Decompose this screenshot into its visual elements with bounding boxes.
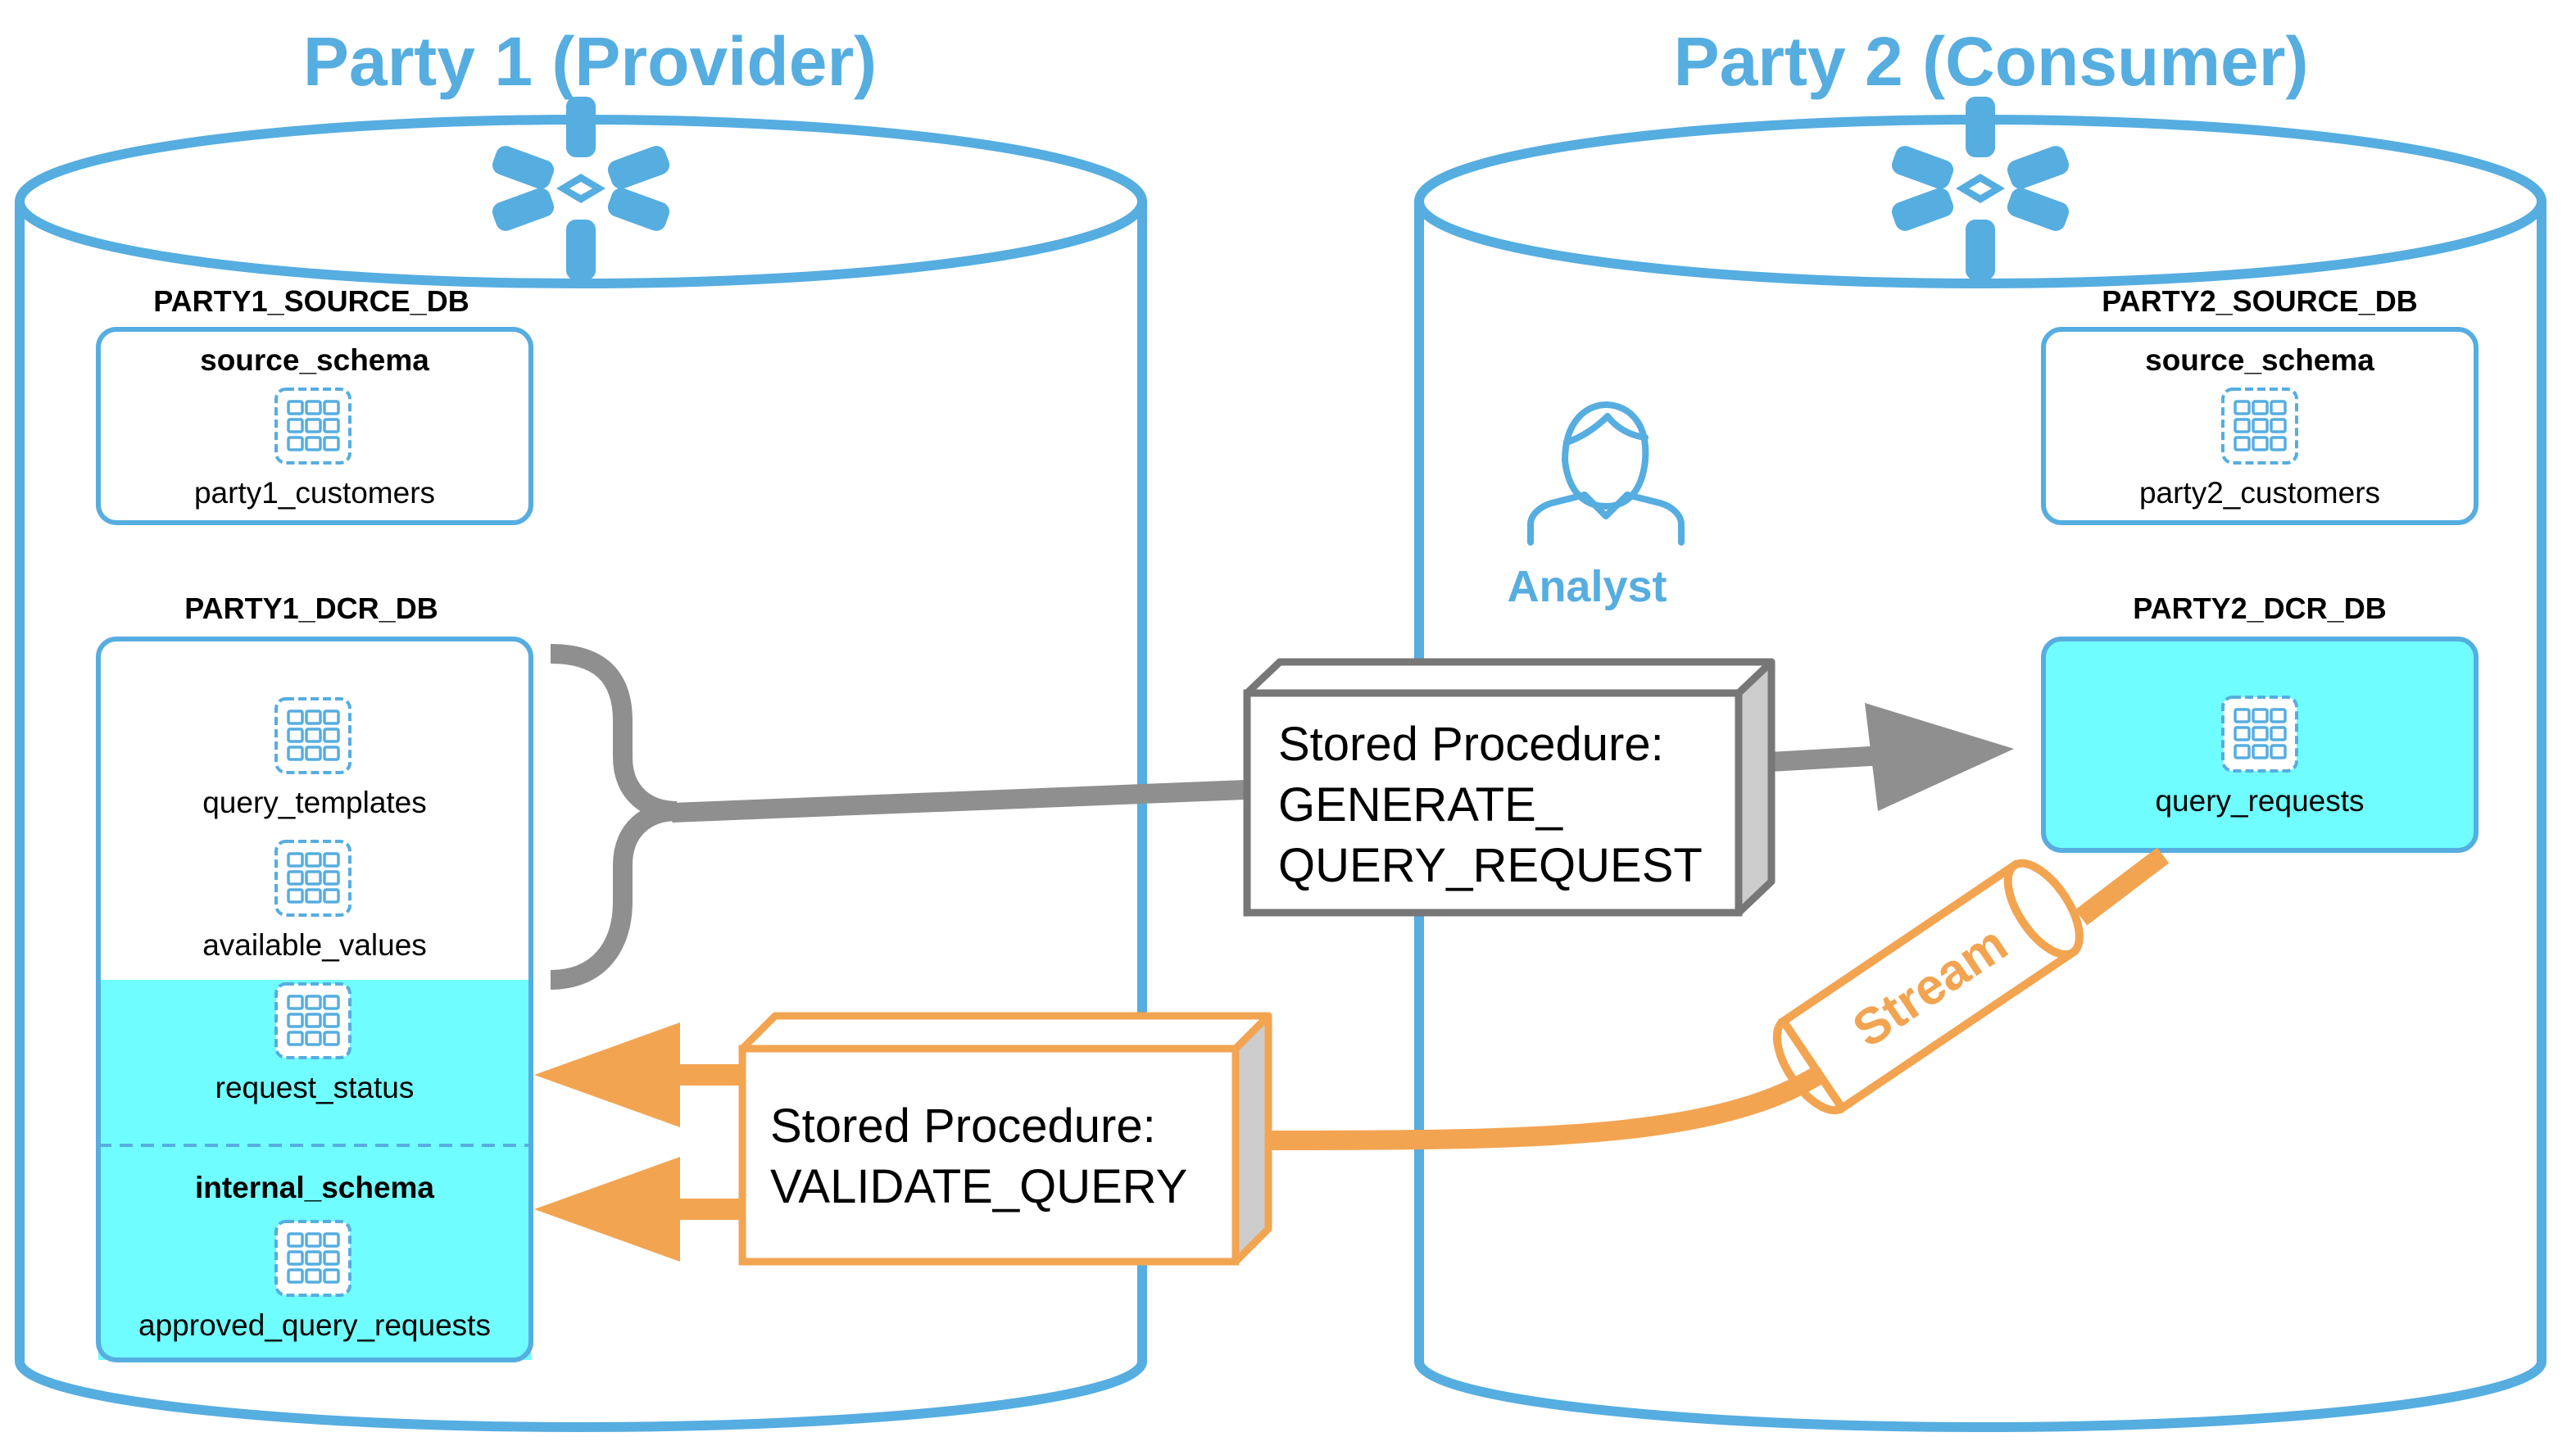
internal-schema-label: internal_schema (195, 1171, 434, 1204)
generate-procedure-line1: Stored Procedure: (1278, 718, 1664, 771)
party1-dcr-box[interactable] (96, 637, 533, 1362)
party1-customers-table-icon (274, 388, 351, 465)
party2-source-schema-label: source_schema (2145, 343, 2374, 377)
request-status-table-icon (274, 982, 351, 1059)
query-templates-table-icon (274, 697, 351, 774)
query-templates-table-label: query_templates (202, 786, 427, 819)
validate-procedure-line2: VALIDATE_QUERY (770, 1160, 1187, 1213)
party2-title: Party 2 (Consumer) (1674, 23, 2309, 100)
available-values-table-label: available_values (202, 928, 427, 962)
generate-procedure-line2: GENERATE_ (1278, 778, 1563, 832)
party2-customers-table-label: party2_customers (2139, 476, 2380, 510)
query-requests-table-label: query_requests (2155, 784, 2364, 818)
generate-arrow-shaft (1769, 746, 1885, 772)
party2-dcr-db-label: PARTY2_DCR_DB (2133, 592, 2386, 625)
approved-query-requests-table-label: approved_query_requests (138, 1308, 491, 1342)
party2-customers-table-icon (2221, 388, 2298, 465)
analyst-user-icon (1527, 401, 1685, 546)
validate-query-procedure[interactable] (738, 1012, 1272, 1266)
validate-procedure-line1: Stored Procedure: (770, 1099, 1156, 1153)
party2-source-db-label: PARTY2_SOURCE_DB (2102, 284, 2417, 318)
approved-query-requests-table-icon (274, 1220, 351, 1297)
party1-title: Party 1 (Provider) (303, 23, 877, 100)
stream-source-line (2075, 847, 2170, 926)
request-status-table-label: request_status (215, 1071, 415, 1104)
generate-arrow-head (1865, 703, 2014, 811)
party1-dcr-db-label: PARTY1_DCR_DB (184, 592, 438, 625)
validate-arrow-to-internal-schema (534, 1157, 754, 1262)
party1-source-schema-label: source_schema (200, 343, 429, 377)
generate-flow-connector (550, 644, 1246, 990)
analyst-label: Analyst (1507, 562, 1667, 611)
query-requests-table-icon (2221, 696, 2298, 773)
available-values-table-icon (274, 840, 351, 917)
validate-arrow-to-request-status (534, 1022, 754, 1127)
party1-source-db-label: PARTY1_SOURCE_DB (153, 284, 469, 318)
generate-query-request-procedure[interactable] (1243, 658, 1776, 917)
generate-procedure-line3: QUERY_REQUEST (1278, 839, 1703, 892)
party1-customers-table-label: party1_customers (194, 476, 435, 510)
